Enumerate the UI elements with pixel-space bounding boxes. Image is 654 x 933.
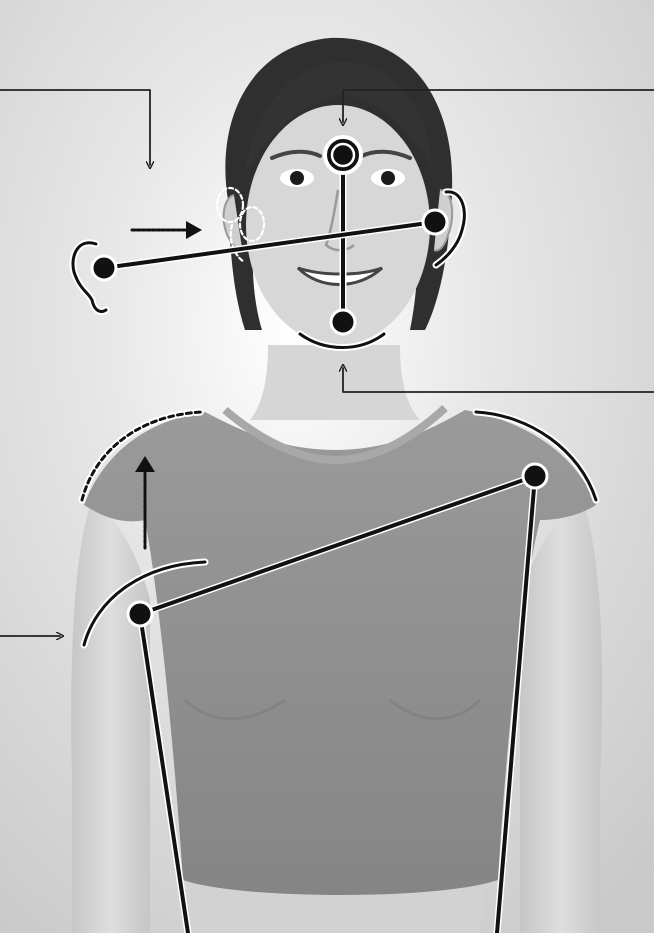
right-arm xyxy=(520,500,602,933)
right-shoulder-point xyxy=(523,464,547,488)
left-shoulder-point xyxy=(128,602,152,626)
forehead-center-point xyxy=(332,144,354,166)
right-pupil xyxy=(381,171,395,185)
left-pupil xyxy=(290,171,304,185)
left-arm xyxy=(71,500,150,933)
right-ear-point xyxy=(423,210,447,234)
neck xyxy=(250,345,420,420)
chin-point xyxy=(331,310,355,334)
left-ear-point xyxy=(92,256,116,280)
